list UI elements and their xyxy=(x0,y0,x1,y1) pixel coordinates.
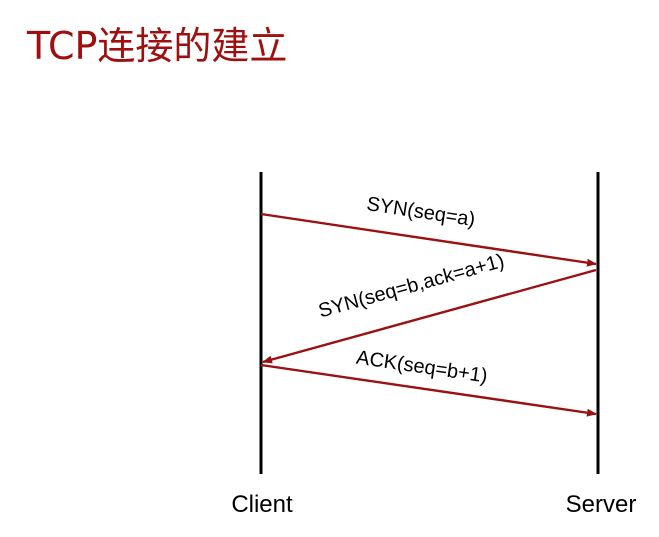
message-ack: ACK(seq=b+1) xyxy=(260,347,597,417)
ack-arrow xyxy=(260,363,597,417)
client-label: Client xyxy=(231,491,293,518)
page-title: TCP连接的建立 xyxy=(27,24,288,68)
syn-label: SYN(seq=a) xyxy=(365,193,477,231)
syn-ack-label: SYN(seq=b,ack=a+1) xyxy=(316,250,507,322)
message-syn: SYN(seq=a) xyxy=(260,193,597,267)
syn-ack-arrow xyxy=(262,268,597,364)
server-label: Server xyxy=(566,491,637,518)
message-syn-ack: SYN(seq=b,ack=a+1) xyxy=(262,250,597,364)
syn-arrow xyxy=(260,212,597,267)
